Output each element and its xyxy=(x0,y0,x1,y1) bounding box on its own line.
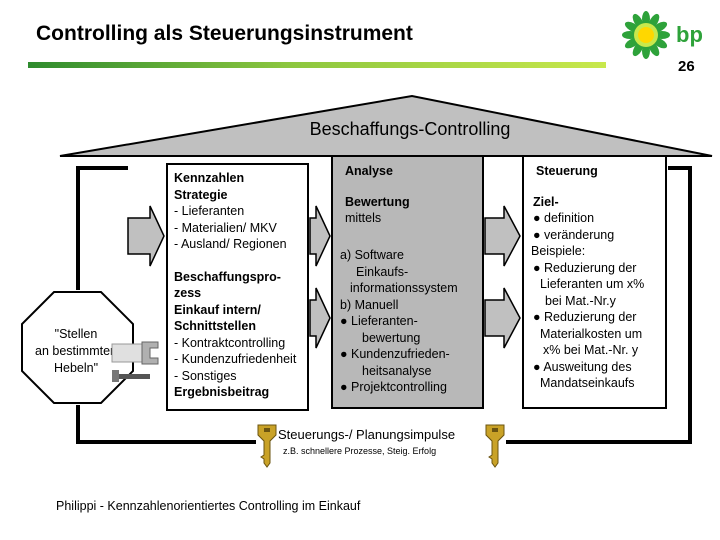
analyse-list: a) Software Einkaufs- informationssystem… xyxy=(340,247,458,396)
steuerung-line: Lieferanten um x% xyxy=(540,277,645,291)
analyse-line: bewertung xyxy=(362,330,421,345)
ziel-label: Ziel- xyxy=(533,194,559,209)
kennzahlen-box xyxy=(166,163,309,411)
octagon-label: "Stellen an bestimmten Hebeln" xyxy=(20,326,132,377)
octagon-line: Hebeln" xyxy=(53,361,99,375)
analyse-heading: Analyse xyxy=(345,164,393,178)
bewertung-label: Bewertung xyxy=(345,194,410,209)
analyse-line: ● Lieferanten- xyxy=(340,314,418,328)
kennzahlen-line: Schnittstellen xyxy=(174,319,256,333)
key-icon xyxy=(485,424,505,468)
steuerung-line: x% bei Mat.-Nr. y xyxy=(543,343,639,357)
roof-label: Beschaffungs-Controlling xyxy=(309,119,511,139)
kennzahlen-line: Einkauf intern/ xyxy=(174,302,261,317)
analyse-box xyxy=(331,155,484,409)
arrow-to-analyse-2 xyxy=(309,287,331,349)
key-icon xyxy=(257,424,277,468)
kennzahlen-line: - Materialien/ MKV xyxy=(174,220,277,235)
wrench-icon xyxy=(111,341,159,382)
kennzahlen-line: Ergebnisbeitrag xyxy=(174,385,270,399)
analyse-line: a) Software xyxy=(340,248,404,262)
octagon-line: "Stellen xyxy=(54,327,98,341)
steuerung-line: ● Ausweitung des xyxy=(533,359,632,374)
steuerung-box xyxy=(522,155,667,409)
arrow-to-kennzahlen xyxy=(127,205,165,267)
analyse-line: Einkaufs- xyxy=(356,264,409,279)
kennzahlen-line: Kennzahlen xyxy=(174,171,245,185)
octagon-line: an bestimmten xyxy=(35,344,117,358)
steuerung-text: Steuerung Ziel- ● definition ● veränderu… xyxy=(528,163,644,392)
kennzahlen-line: Strategie xyxy=(174,187,228,202)
analyse-header-text: Analyse Bewertung mittels xyxy=(345,163,410,227)
slide-number: 26 xyxy=(678,58,695,75)
kennzahlen-line: - Lieferanten xyxy=(174,204,245,218)
steuerung-line: bei Mat.-Nr.y xyxy=(545,293,616,308)
steuerung-line: ● definition xyxy=(533,211,595,225)
footer-text: Philippi - Kennzahlenorientiertes Contro… xyxy=(56,499,361,513)
arrow-to-analyse xyxy=(309,205,331,267)
kennzahlen-line: zess xyxy=(174,286,202,300)
kennzahlen-spacer xyxy=(174,253,296,269)
impulse-sublabel: z.B. schnellere Prozesse, Steig. Erfolg xyxy=(283,446,437,456)
bp-logo-text: bp xyxy=(676,22,703,47)
analyse-line: ● Kundenzufrieden- xyxy=(340,347,450,361)
bp-helios-logo-icon xyxy=(622,11,670,59)
header-divider xyxy=(28,62,606,68)
kennzahlen-line: - Kontraktcontrolling xyxy=(174,335,286,350)
arrow-to-steuerung-2 xyxy=(484,287,521,349)
kennzahlen-line: - Ausland/ Regionen xyxy=(174,237,287,251)
steuerung-line: Mandatseinkaufs xyxy=(540,376,635,390)
steuerung-line: ● Reduzierung der xyxy=(533,310,637,324)
kennzahlen-text: Kennzahlen Strategie - Lieferanten - Mat… xyxy=(174,170,296,401)
analyse-line: informationssystem xyxy=(350,281,458,295)
steuerung-line: ● Reduzierung der xyxy=(533,260,637,275)
page-title: Controlling als Steuerungsinstrument xyxy=(36,22,413,45)
steuerung-heading: Steuerung xyxy=(536,164,598,178)
steuerung-line: Beispiele: xyxy=(531,244,586,258)
kennzahlen-line: - Sonstiges xyxy=(174,368,237,383)
octagon-shape xyxy=(21,291,134,404)
steuerung-line: ● veränderung xyxy=(533,227,615,242)
steuerung-line: Materialkosten um xyxy=(540,326,643,341)
mittels-label: mittels xyxy=(345,211,382,225)
impulse-label: Steuerungs-/ Planungsimpulse xyxy=(278,427,456,442)
analyse-line: heitsanalyse xyxy=(362,363,432,378)
kennzahlen-line: Beschaffungspro- xyxy=(174,269,281,284)
analyse-line: ● Projektcontrolling xyxy=(340,380,447,394)
kennzahlen-line: - Kundenzufriedenheit xyxy=(174,352,297,366)
analyse-line: b) Manuell xyxy=(340,297,399,312)
arrow-to-steuerung xyxy=(484,205,521,267)
